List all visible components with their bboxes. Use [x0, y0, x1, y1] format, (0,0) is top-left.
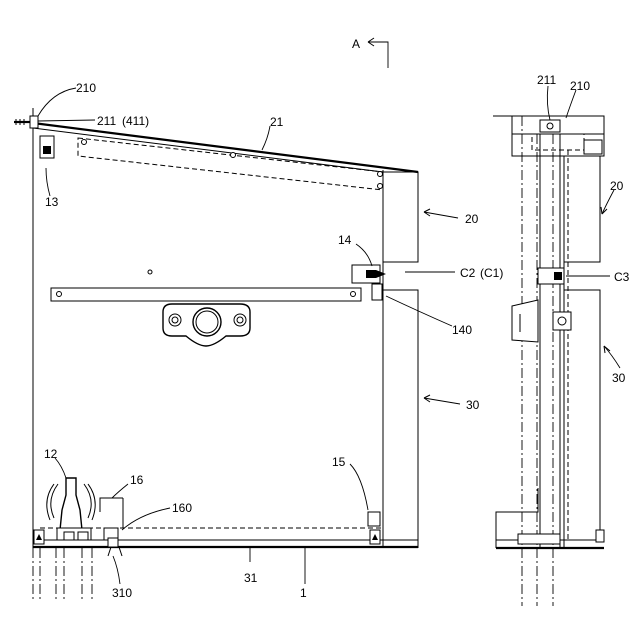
- label-210: 210: [76, 81, 96, 95]
- side-upper-cover-20: [564, 156, 600, 262]
- label-1: 1: [300, 586, 307, 600]
- labels-front: 210 211 (411) 21 13 20 14 C2 (C1) 140 30…: [44, 81, 503, 600]
- label-c1: (C1): [480, 266, 503, 280]
- side-latch-c3: [538, 268, 564, 284]
- side-lock-bracket: [512, 300, 571, 342]
- label-21: 21: [270, 115, 284, 129]
- label-31: 31: [244, 571, 258, 585]
- label-12: 12: [44, 447, 58, 461]
- label-13: 13: [45, 195, 59, 209]
- pipes: [33, 548, 92, 600]
- side-label-210: 210: [570, 79, 590, 93]
- label-211: 211: [97, 114, 116, 128]
- side-label-20: 20: [610, 179, 624, 193]
- side-label-c3: C3: [614, 270, 630, 284]
- label-140: 140: [452, 323, 472, 337]
- side-label-30: 30: [612, 371, 626, 385]
- front-view: 210 211 (411) 21 13 20 14 C2 (C1) 140 30…: [14, 81, 503, 600]
- bracket-13: [40, 136, 54, 158]
- view-arrow-a: A: [352, 37, 388, 68]
- label-c2: C2: [460, 266, 476, 280]
- side-cap-210: [493, 116, 604, 156]
- side-view: 211 210 20 C3 30: [493, 73, 630, 606]
- label-16: 16: [130, 473, 144, 487]
- side-base: [496, 488, 604, 548]
- label-411: (411): [122, 114, 149, 128]
- side-label-211: 211: [537, 73, 556, 87]
- view-marker-label: A: [352, 37, 360, 51]
- bracket-16: [100, 498, 123, 540]
- label-310: 310: [112, 586, 132, 600]
- cross-bar: [51, 270, 361, 301]
- label-30: 30: [466, 398, 480, 412]
- fastener-210: [14, 116, 38, 128]
- lock-unit: [163, 304, 250, 346]
- label-20: 20: [465, 212, 479, 226]
- label-14: 14: [338, 233, 352, 247]
- valve-12: [47, 478, 95, 540]
- lower-cover-30: [383, 262, 418, 548]
- upper-cover-20: [33, 123, 418, 262]
- side-body: [522, 116, 568, 606]
- label-160: 160: [172, 501, 192, 515]
- foot-left: [34, 530, 44, 544]
- label-15: 15: [332, 455, 346, 469]
- leader-lines-front: [38, 88, 460, 584]
